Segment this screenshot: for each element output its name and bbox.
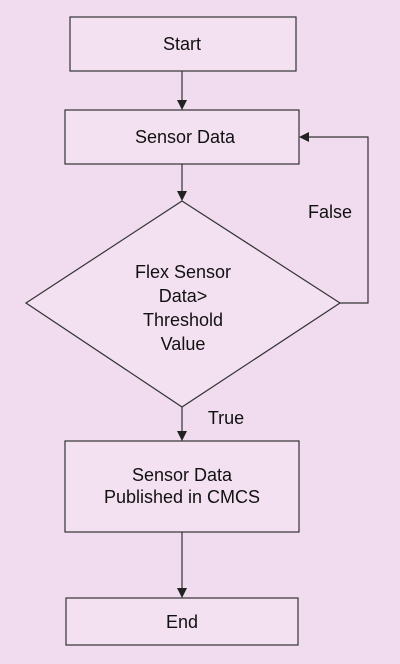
start-node: Start bbox=[69, 16, 297, 72]
decision-node: Flex Sensor Data> Threshold Value bbox=[24, 200, 342, 408]
decision-label-line-2: Data> bbox=[159, 286, 208, 306]
edge-publish-to-end bbox=[177, 532, 187, 598]
edge-start-to-sensor bbox=[177, 71, 187, 110]
sensor-data-node: Sensor Data bbox=[64, 109, 300, 165]
false-label: False bbox=[308, 202, 352, 222]
decision-label-line-1: Flex Sensor bbox=[135, 262, 231, 282]
edge-sensor-to-decision bbox=[177, 164, 187, 201]
sensor-data-label: Sensor Data bbox=[135, 127, 236, 147]
decision-label-line-3: Threshold bbox=[143, 310, 223, 330]
end-node: End bbox=[65, 597, 299, 646]
start-label: Start bbox=[163, 34, 201, 54]
publish-node: Sensor Data Published in CMCS bbox=[64, 440, 300, 533]
decision-label-line-4: Value bbox=[161, 334, 206, 354]
edge-true: True bbox=[177, 407, 244, 441]
true-label: True bbox=[208, 408, 244, 428]
publish-label-line-2: Published in CMCS bbox=[104, 487, 260, 507]
edge-false-loop: False bbox=[299, 132, 369, 304]
end-label: End bbox=[166, 612, 198, 632]
publish-label-line-1: Sensor Data bbox=[132, 465, 233, 485]
